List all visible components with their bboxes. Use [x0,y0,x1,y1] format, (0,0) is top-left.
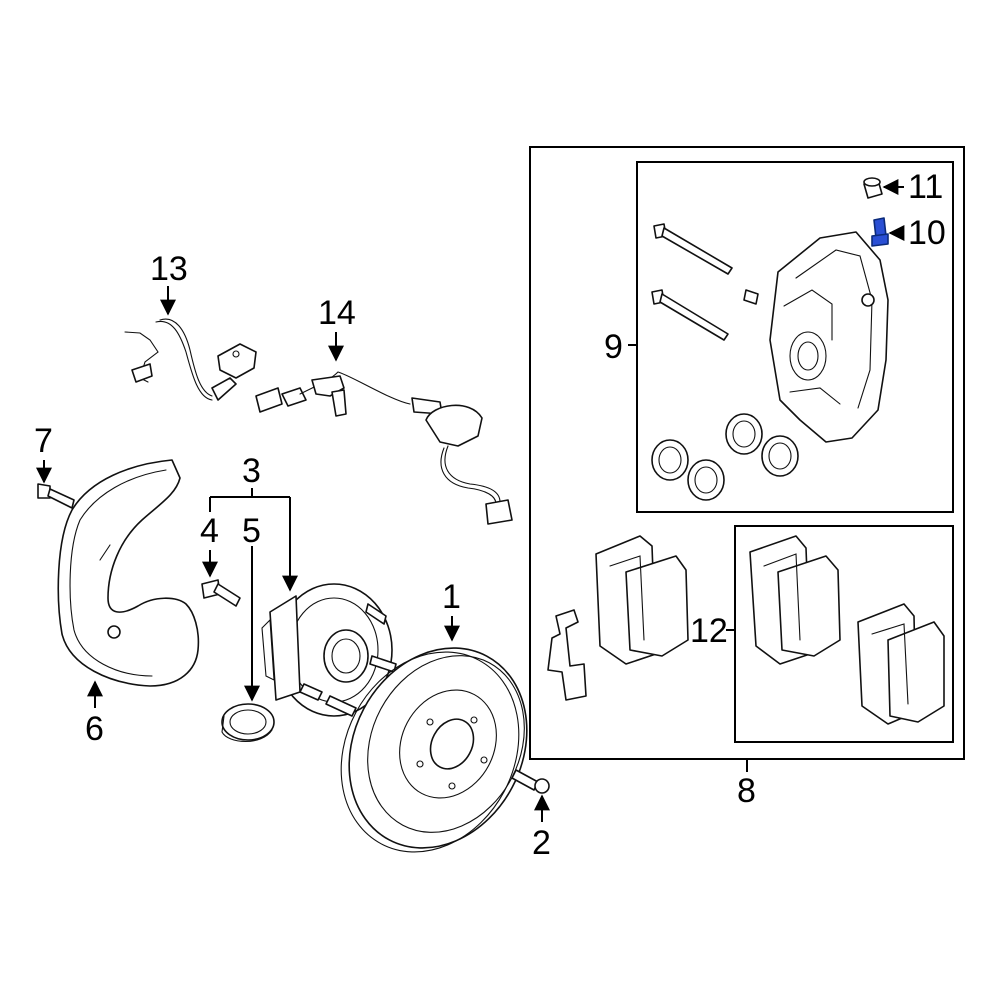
brake-dust-shield[interactable] [57,459,200,687]
callout-12: 12 [690,612,728,650]
callout-3: 3 [242,452,261,490]
wheel-stud[interactable] [201,579,241,607]
callout-14: 14 [318,294,356,332]
bleeder-screw[interactable] [871,217,889,247]
guide-pins[interactable] [651,223,759,341]
shield-bolt[interactable] [37,483,75,509]
callout-13: 13 [150,250,188,288]
callout-5: 5 [242,512,261,550]
piston-seals[interactable] [651,413,799,501]
callout-11: 11 [908,168,943,206]
caliper-kit-box [529,146,965,760]
callout-6: 6 [85,710,104,748]
pad-set-box [734,525,954,743]
callout-9: 9 [604,328,623,366]
leader-lines [36,179,905,822]
callout-8: 8 [737,772,756,810]
callout-2: 2 [532,824,551,862]
rotor-screw[interactable] [511,769,550,794]
abs-wheel-speed-sensor[interactable] [255,371,513,525]
brake-rotor[interactable] [307,617,561,884]
callout-1: 1 [442,578,461,616]
brake-pad-set[interactable] [749,535,945,725]
brake-pad-set-loose[interactable] [595,535,689,665]
callout-7: 7 [34,422,53,460]
caliper-subassembly-box [636,161,954,513]
dust-cap[interactable] [221,703,275,742]
brake-hose[interactable] [124,318,257,401]
pad-anti-rattle-clip[interactable] [547,609,587,701]
wheel-hub-bearing[interactable] [261,583,397,717]
brake-caliper[interactable] [769,231,889,443]
callout-4: 4 [200,512,219,550]
callout-10: 10 [908,214,946,252]
bleeder-cap[interactable] [863,177,883,199]
